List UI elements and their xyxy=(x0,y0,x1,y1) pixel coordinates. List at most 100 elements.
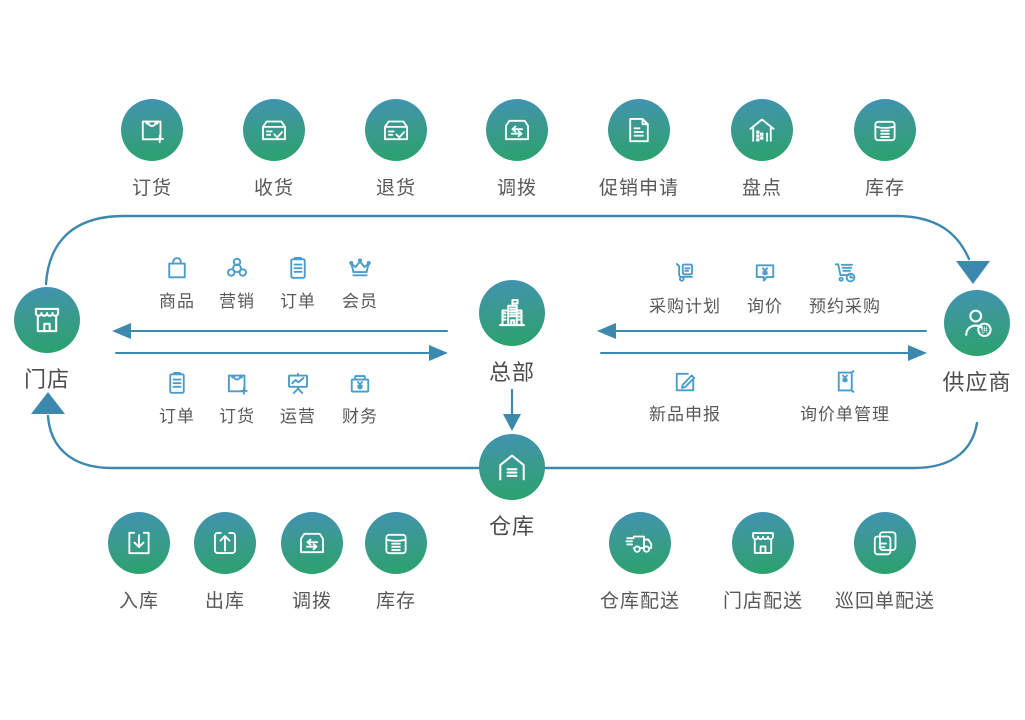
entity-label: 总部 xyxy=(488,360,535,385)
crown-icon xyxy=(349,258,371,277)
module-label: 采购计划 xyxy=(649,297,721,316)
module-inquiry-mgmt: 询价单管理 xyxy=(785,366,905,425)
node-label: 库存 xyxy=(375,591,416,612)
entity-label: 供应商 xyxy=(942,370,1012,395)
node-label: 门店配送 xyxy=(722,591,803,612)
flow-node-transfer2: 调拨 xyxy=(252,512,372,613)
module-marketing: 营销 xyxy=(177,253,297,312)
flow-node-inbound: 入库 xyxy=(79,512,199,613)
flow-node-inventory2: 库存 xyxy=(336,512,456,613)
flow-node-store-delivery: 门店配送 xyxy=(703,512,823,613)
entity-headquarters: 总部 xyxy=(452,280,572,387)
flow-node-receive: 收货 xyxy=(214,99,334,200)
entity-store: 门店 xyxy=(0,287,107,394)
node-label: 调拨 xyxy=(496,178,537,199)
supplier-person-icon: 供 xyxy=(944,290,1010,356)
document-icon xyxy=(608,99,670,161)
module-label: 财务 xyxy=(342,407,378,426)
storage-box-icon xyxy=(365,512,427,574)
node-label: 出库 xyxy=(204,591,245,612)
entity-label: 仓库 xyxy=(488,514,535,539)
box-check-icon xyxy=(243,99,305,161)
inbound-arrow-icon xyxy=(108,512,170,574)
truck-icon xyxy=(609,512,671,574)
module-new-product: 新品申报 xyxy=(625,366,745,425)
flow-node-order: 订货 xyxy=(92,99,212,200)
flow-node-return: 退货 xyxy=(336,99,456,200)
trolley-doc-icon xyxy=(675,263,693,282)
storage-box-icon xyxy=(854,99,916,161)
flow-node-promo-request: 促销申请 xyxy=(579,99,699,200)
node-label: 库存 xyxy=(864,178,905,199)
house-grid-icon xyxy=(731,99,793,161)
module-ordering: 订货 xyxy=(177,368,297,427)
arrowhead-to-supplier xyxy=(956,261,990,284)
flow-node-stocktake: 盘点 xyxy=(702,99,822,200)
hq-supplier-arrows xyxy=(600,330,927,354)
doc-yen-icon xyxy=(837,370,855,393)
pencil-square-icon xyxy=(675,372,696,392)
module-label: 会员 xyxy=(342,292,378,311)
bag-plus-icon xyxy=(121,99,183,161)
module-goods: 商品 xyxy=(117,253,237,312)
module-label: 运营 xyxy=(280,407,316,426)
headquarters-icon xyxy=(479,280,545,346)
entity-warehouse: 仓库 xyxy=(452,434,572,541)
module-label: 营销 xyxy=(219,292,255,311)
cart-clock-icon xyxy=(834,263,856,283)
arrowhead-right xyxy=(429,345,448,361)
flow-node-route-delivery: 巡回单配送 xyxy=(820,512,950,613)
module-label: 订单 xyxy=(280,292,316,311)
box-check-icon xyxy=(365,99,427,161)
module-label: 新品申报 xyxy=(649,405,721,424)
module-orders2: 订单 xyxy=(117,368,237,427)
node-label: 退货 xyxy=(375,178,416,199)
storefront-icon xyxy=(732,512,794,574)
box-swap-icon xyxy=(486,99,548,161)
node-label: 仓库配送 xyxy=(599,591,680,612)
arrowhead-right2 xyxy=(908,345,927,361)
arrowhead-left2 xyxy=(597,323,616,339)
stacked-docs-icon xyxy=(854,512,916,574)
module-label: 询价 xyxy=(747,297,783,316)
flow-node-warehouse-delivery: 仓库配送 xyxy=(580,512,700,613)
entity-label: 门店 xyxy=(23,367,70,392)
flow-node-transfer: 调拨 xyxy=(457,99,577,200)
node-label: 促销申请 xyxy=(598,178,679,199)
arrowhead-to-warehouse xyxy=(503,414,521,431)
supplier-badge: 供 xyxy=(981,326,988,335)
module-label: 预约采购 xyxy=(809,297,881,316)
module-members: 会员 xyxy=(300,253,420,312)
node-label: 订货 xyxy=(131,178,172,199)
node-label: 入库 xyxy=(118,591,159,612)
arrowhead-to-store xyxy=(31,392,65,414)
module-finance: 财务 xyxy=(300,368,420,427)
entity-supplier: 供 供应商 xyxy=(917,290,1025,397)
bubble-yen-icon xyxy=(755,264,775,282)
node-label: 巡回单配送 xyxy=(834,591,935,612)
module-label: 订货 xyxy=(219,407,255,426)
flow-node-inventory: 库存 xyxy=(825,99,945,200)
loop-top-connector xyxy=(44,214,971,286)
module-inquiry: 询价 xyxy=(705,258,825,317)
storefront-icon xyxy=(14,287,80,353)
arrowhead-left xyxy=(112,323,131,339)
outbound-arrow-icon xyxy=(194,512,256,574)
warehouse-icon xyxy=(479,434,545,500)
box-swap-icon xyxy=(281,512,343,574)
module-label: 订单 xyxy=(159,407,195,426)
node-label: 调拨 xyxy=(291,591,332,612)
cash-box-icon xyxy=(350,375,370,393)
module-label: 商品 xyxy=(159,292,195,311)
module-reserved-purchase: 预约采购 xyxy=(785,258,905,317)
module-label: 询价单管理 xyxy=(800,405,890,424)
store-hq-arrows xyxy=(115,330,448,354)
module-orders: 订单 xyxy=(238,253,358,312)
flow-node-outbound: 出库 xyxy=(165,512,285,613)
module-operations: 运营 xyxy=(238,368,358,427)
module-purchase-plan: 采购计划 xyxy=(625,258,745,317)
loop-bottom-connector xyxy=(46,414,979,470)
node-label: 盘点 xyxy=(741,178,782,199)
